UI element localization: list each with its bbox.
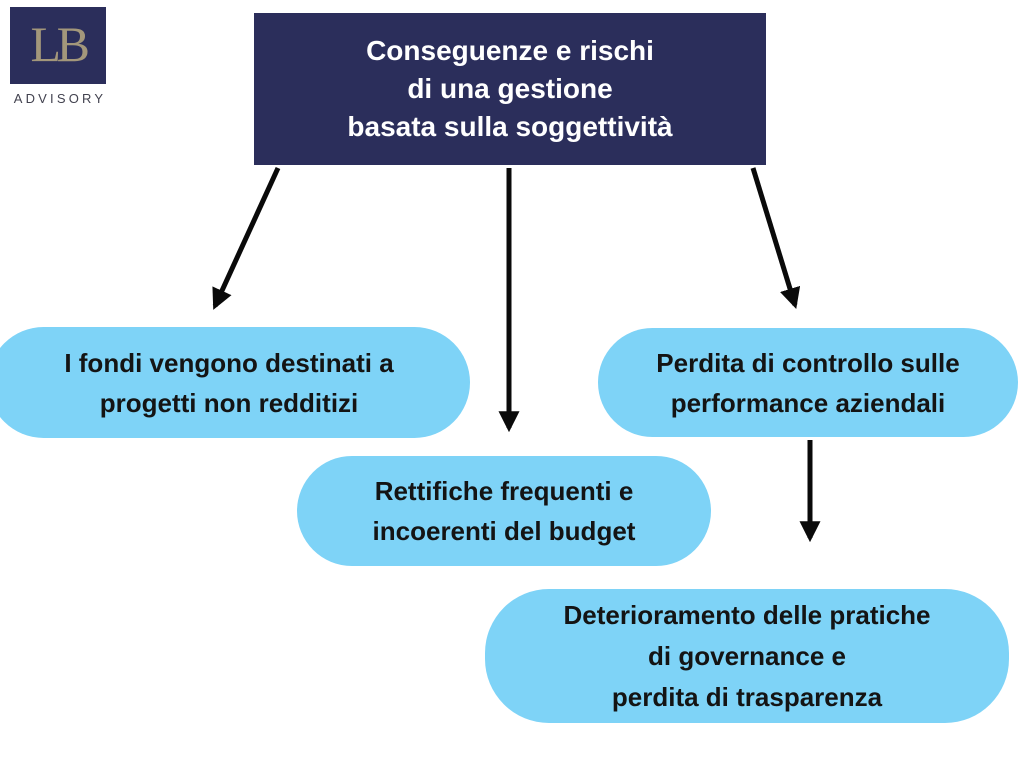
bubble-performance-text: Perdita di controllo sulle performance a…: [656, 347, 960, 418]
bubble-governance: Deterioramento delle pratiche di governa…: [485, 589, 1009, 723]
bubble-funds-text: I fondi vengono destinati a progetti non…: [64, 347, 394, 418]
bubble-performance: Perdita di controllo sulle performance a…: [598, 328, 1018, 437]
diagram-title: Conseguenze e rischi di una gestione bas…: [347, 35, 673, 142]
bubble-governance-text: Deterioramento delle pratiche di governa…: [563, 599, 931, 712]
logo-monogram: LB: [30, 15, 90, 72]
lb-advisory-logo: LB ADVISORY: [10, 7, 110, 106]
logo-monogram-box: LB: [10, 7, 106, 84]
title-box: Conseguenze e rischi di una gestione bas…: [254, 13, 766, 165]
bubble-budget: Rettifiche frequenti e incoerenti del bu…: [297, 456, 711, 566]
arrow-title-to-performance: [750, 167, 801, 310]
bubble-funds: I fondi vengono destinati a progetti non…: [0, 327, 470, 438]
logo-wordmark: ADVISORY: [13, 91, 107, 106]
bubble-budget-text: Rettifiche frequenti e incoerenti del bu…: [372, 476, 636, 546]
arrow-title-to-funds: [212, 166, 281, 310]
